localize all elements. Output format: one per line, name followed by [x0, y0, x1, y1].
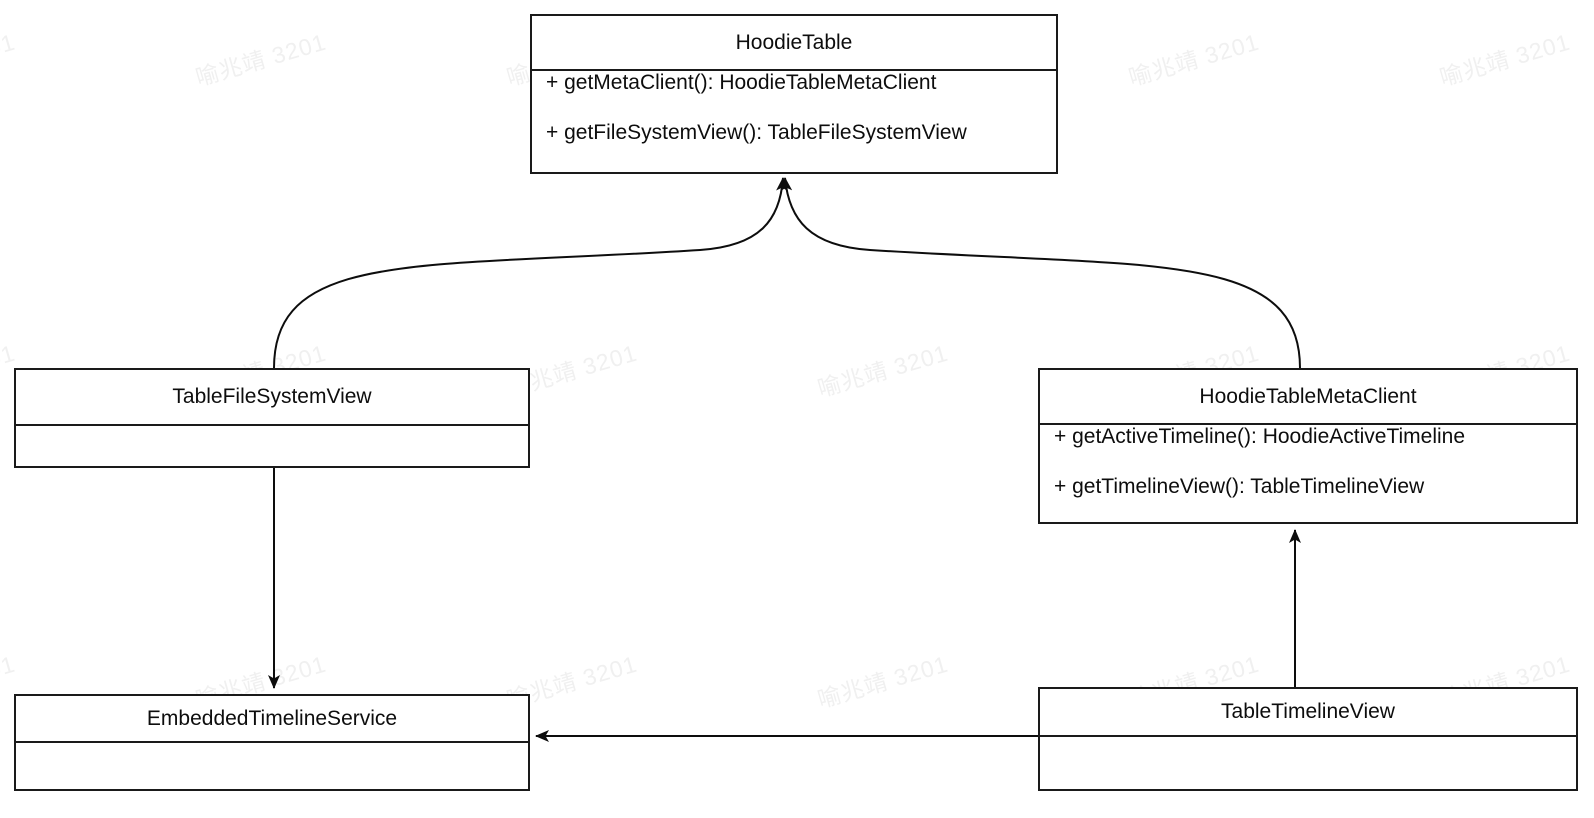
class-members-embedded-timeline-service — [16, 743, 528, 783]
watermark-text: 喻兆靖 3201 — [0, 28, 19, 91]
class-members-hoodie-table: + getMetaClient(): HoodieTableMetaClient… — [532, 71, 1056, 145]
watermark-text: 喻兆靖 3201 — [814, 339, 952, 402]
class-member: + getTimelineView(): TableTimelineView — [1054, 475, 1425, 499]
uml-class-embedded-timeline-service[interactable]: EmbeddedTimelineService — [14, 694, 530, 791]
uml-class-table-timeline-view[interactable]: TableTimelineView — [1038, 687, 1578, 791]
watermark-text: 喻兆靖 3201 — [814, 650, 952, 713]
uml-class-hoodie-table[interactable]: HoodieTable + getMetaClient(): HoodieTab… — [530, 14, 1058, 174]
class-members-table-timeline-view — [1040, 737, 1576, 777]
class-name-hoodie-table: HoodieTable — [532, 16, 1056, 71]
class-member: + getFileSystemView(): TableFileSystemVi… — [546, 121, 967, 145]
uml-class-hoodie-table-meta-client[interactable]: HoodieTableMetaClient + getActiveTimelin… — [1038, 368, 1578, 524]
connector-hoodietablemetaclient-to-hoodietable — [780, 177, 1301, 369]
watermark-text: 喻兆靖 3201 — [1436, 28, 1574, 91]
uml-class-table-file-system-view[interactable]: TableFileSystemView — [14, 368, 530, 468]
class-name-embedded-timeline-service: EmbeddedTimelineService — [16, 696, 528, 743]
class-members-hoodie-table-meta-client: + getActiveTimeline(): HoodieActiveTimel… — [1040, 425, 1576, 499]
class-members-table-file-system-view — [16, 426, 528, 466]
connector-tablefilesystemview-to-hoodietable — [273, 177, 789, 369]
class-member: + getActiveTimeline(): HoodieActiveTimel… — [1054, 425, 1466, 448]
watermark-text: 喻兆靖 3201 — [192, 28, 330, 91]
watermark-text: 喻兆靖 3201 — [1125, 28, 1263, 91]
class-name-hoodie-table-meta-client: HoodieTableMetaClient — [1040, 370, 1576, 425]
class-name-table-timeline-view: TableTimelineView — [1040, 689, 1576, 737]
class-member: + getMetaClient(): HoodieTableMetaClient — [546, 71, 937, 94]
class-name-table-file-system-view: TableFileSystemView — [16, 370, 528, 426]
